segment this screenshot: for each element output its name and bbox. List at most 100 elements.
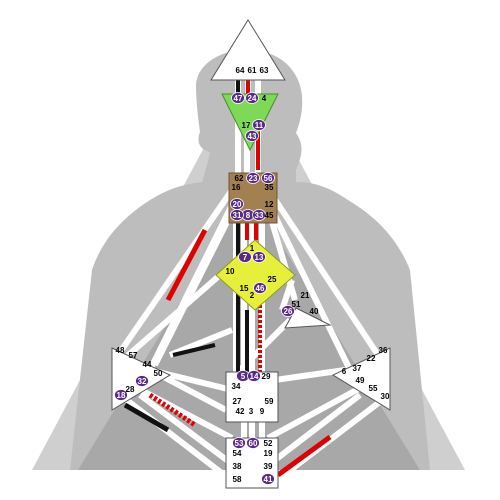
gate-label: 52 (264, 439, 273, 448)
gate-label: 13 (255, 253, 264, 262)
gate-36: 36 (379, 346, 388, 355)
channel-line (279, 279, 295, 311)
gate-41: 41 (261, 473, 275, 485)
gate-label: 36 (379, 346, 388, 355)
gate-39: 39 (264, 462, 273, 471)
channel-line (158, 372, 228, 413)
gate-label: 8 (246, 211, 251, 220)
gate-label: 45 (265, 211, 274, 220)
heart-center (284, 307, 332, 329)
gate-label: 7 (243, 253, 248, 262)
gate-62: 62 (235, 174, 244, 183)
gate-54: 54 (233, 449, 242, 458)
gate-label: 16 (232, 183, 241, 192)
channel-line (168, 327, 234, 358)
gate-33: 33 (252, 209, 266, 221)
gate-15: 15 (240, 284, 249, 293)
gate-label: 51 (292, 300, 301, 309)
gate-55: 55 (369, 384, 378, 393)
gate-label: 55 (369, 384, 378, 393)
gate-38: 38 (233, 462, 242, 471)
gate-17: 17 (242, 121, 251, 130)
gate-label: 32 (138, 377, 147, 386)
gate-label: 5 (241, 372, 246, 381)
gate-label: 57 (129, 351, 138, 360)
gate-label: 43 (248, 132, 257, 141)
gate-label: 60 (249, 439, 258, 448)
gate-7: 7 (238, 251, 252, 263)
gate-31: 31 (230, 209, 244, 221)
gate-16: 16 (232, 183, 241, 192)
gate-label: 37 (353, 364, 362, 373)
gate-label: 53 (235, 439, 244, 448)
gate-40: 40 (310, 307, 319, 316)
gate-label: 4 (262, 94, 267, 103)
gate-label: 50 (154, 369, 163, 378)
gate-label: 10 (226, 267, 235, 276)
channel-line (269, 208, 353, 372)
gate-label: 29 (262, 372, 271, 381)
gate-label: 15 (240, 284, 249, 293)
gate-44: 44 (143, 360, 152, 369)
gate-label: 31 (233, 211, 242, 220)
gate-6: 6 (342, 367, 347, 376)
gate-label: 62 (235, 174, 244, 183)
gate-activation-bubble (261, 473, 275, 485)
gate-46: 46 (253, 282, 267, 294)
gate-label: 44 (143, 360, 152, 369)
gate-label: 38 (233, 462, 242, 471)
gate-1: 1 (250, 244, 255, 253)
gate-activation-bubble (246, 437, 260, 449)
gate-label: 35 (265, 183, 274, 192)
gate-56: 56 (261, 172, 275, 184)
gate-28: 28 (126, 385, 135, 394)
gate-label: 56 (264, 174, 273, 183)
gate-label: 20 (233, 200, 242, 209)
gate-label: 41 (264, 475, 273, 484)
gate-label: 39 (264, 462, 273, 471)
channel-line (115, 188, 235, 357)
gate-label: 34 (232, 382, 241, 391)
gate-activation-bubble (281, 305, 295, 317)
gate-47: 47 (231, 92, 245, 104)
gate-63: 63 (260, 66, 269, 75)
gate-18: 18 (114, 389, 128, 401)
gate-activation-bubble (252, 251, 266, 263)
channel-black (172, 343, 216, 357)
gate-59: 59 (265, 397, 274, 406)
gate-61: 61 (248, 66, 257, 75)
gate-activation-bubble (114, 389, 128, 401)
gate-label: 28 (126, 385, 135, 394)
gate-53: 53 (232, 437, 246, 449)
channel-line (138, 392, 242, 473)
solar-plexus-center (331, 347, 391, 411)
gate-label: 64 (236, 66, 245, 75)
gate-label: 11 (255, 121, 264, 130)
channel-black (123, 402, 170, 433)
gate-label: 19 (264, 449, 273, 458)
gate-12: 12 (265, 200, 274, 209)
gate-activation-bubble (261, 172, 275, 184)
gate-label: 33 (255, 211, 264, 220)
gate-activation-bubble (253, 282, 267, 294)
gate-label: 2 (250, 291, 255, 300)
gate-32: 32 (135, 375, 149, 387)
gate-activation-bubble (245, 92, 259, 104)
gate-activation-bubble (231, 92, 245, 104)
head-center (210, 19, 286, 81)
channel-line (147, 203, 235, 372)
gate-58: 58 (233, 475, 242, 484)
gate-activation-bubble (238, 251, 252, 263)
gate-label: 21 (301, 291, 310, 300)
gate-label: 49 (356, 376, 365, 385)
gate-64: 64 (236, 66, 245, 75)
gate-60: 60 (246, 437, 260, 449)
gate-30: 30 (381, 392, 390, 401)
gate-19: 19 (264, 449, 273, 458)
g-center (215, 239, 296, 311)
gate-26: 26 (281, 305, 295, 317)
gate-27: 27 (233, 397, 242, 406)
channel-red (148, 392, 197, 428)
channel-line (123, 272, 222, 361)
